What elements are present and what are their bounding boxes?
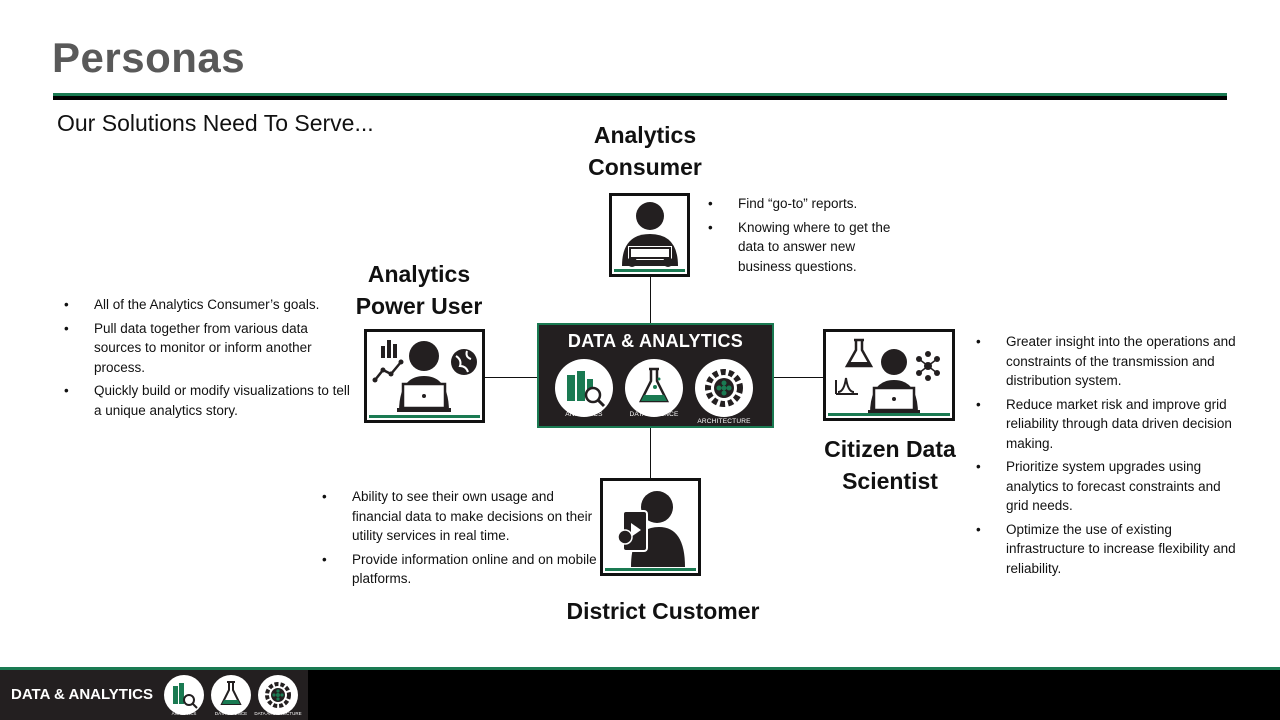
list-item: Optimize the use of existing infrastruct… xyxy=(976,520,1246,579)
analytics-logo-label: ANALYTICS xyxy=(565,411,603,418)
list-item: Pull data together from various data sou… xyxy=(64,319,354,378)
persona-consumer-card xyxy=(609,193,690,277)
persona-consumer-name-line2: Consumer xyxy=(588,154,702,180)
analytics-icon xyxy=(555,359,613,417)
data-analytics-block: DATA & ANALYTICS ANALYTICS DATA SCIENCE … xyxy=(537,323,774,428)
persona-power-user-bullets: All of the Analytics Consumer’s goals. P… xyxy=(64,295,354,424)
persona-power-user-name-line2: Power User xyxy=(355,293,483,319)
list-item: Greater insight into the operations and … xyxy=(976,332,1246,391)
persona-citizen-scientist-name-line1: Citizen Data xyxy=(824,436,956,462)
data-science-logo-label: DATA SCIENCE xyxy=(629,411,679,418)
persona-consumer-name: Analytics Consumer xyxy=(560,119,730,183)
slide-subtitle: Our Solutions Need To Serve... xyxy=(57,110,374,136)
data-science-icon xyxy=(625,359,683,417)
persona-citizen-scientist-name: Citizen Data Scientist xyxy=(805,433,975,497)
persona-citizen-scientist-bullets: Greater insight into the operations and … xyxy=(976,332,1246,582)
data-architecture-icon xyxy=(695,359,753,417)
persona-power-user-card xyxy=(364,329,485,423)
connector-bottom xyxy=(650,428,651,478)
persona-consumer-bullets: Find “go-to” reports. Knowing where to g… xyxy=(708,194,908,280)
footer-data-architecture-label: DATA ARCHITECTURE xyxy=(254,711,302,716)
list-item: Ability to see their own usage and finan… xyxy=(322,487,602,546)
person-laptop-chart-icon xyxy=(372,340,477,412)
data-analytics-title: DATA & ANALYTICS xyxy=(567,331,744,351)
list-item: All of the Analytics Consumer’s goals. xyxy=(64,295,354,315)
persona-consumer-name-line1: Analytics xyxy=(593,122,697,148)
persona-power-user-name-line1: Analytics xyxy=(367,261,471,287)
list-item: Prioritize system upgrades using analyti… xyxy=(976,457,1246,516)
footer-data-science-icon xyxy=(211,675,251,715)
connector-right xyxy=(774,377,823,378)
footer-data-science-label: DATA SCIENCE xyxy=(214,711,248,716)
slide-title: Personas xyxy=(52,34,246,81)
list-item: Knowing where to get the data to answer … xyxy=(708,218,908,277)
footer-brand: DATA & ANALYTICS xyxy=(11,686,153,703)
persona-citizen-scientist-name-line2: Scientist xyxy=(842,468,938,494)
person-reading-icon xyxy=(622,202,678,267)
connector-left xyxy=(484,377,537,378)
persona-district-customer-name: District Customer xyxy=(566,598,760,624)
title-rule xyxy=(53,96,1227,100)
person-laptop-science-icon xyxy=(835,338,940,414)
title-rule-accent xyxy=(53,93,1227,96)
connector-top xyxy=(650,277,651,323)
persona-citizen-scientist-card xyxy=(823,329,955,421)
person-mobile-icon xyxy=(617,491,685,567)
persona-district-customer-card xyxy=(600,478,701,576)
list-item: Reduce market risk and improve grid reli… xyxy=(976,395,1246,454)
list-item: Provide information online and on mobile… xyxy=(322,550,602,589)
list-item: Quickly build or modify visualizations t… xyxy=(64,381,354,420)
footer-analytics-icon xyxy=(164,675,204,715)
list-item: Find “go-to” reports. xyxy=(708,194,908,214)
data-architecture-logo-label: DATA ARCHITECTURE xyxy=(697,411,751,425)
persona-power-user-name: Analytics Power User xyxy=(334,258,504,322)
footer-data-architecture-icon xyxy=(258,675,298,715)
footer-brand-panel xyxy=(0,670,308,720)
persona-district-customer-bullets: Ability to see their own usage and finan… xyxy=(322,487,602,593)
footer-analytics-label: ANALYTICS xyxy=(171,711,197,716)
